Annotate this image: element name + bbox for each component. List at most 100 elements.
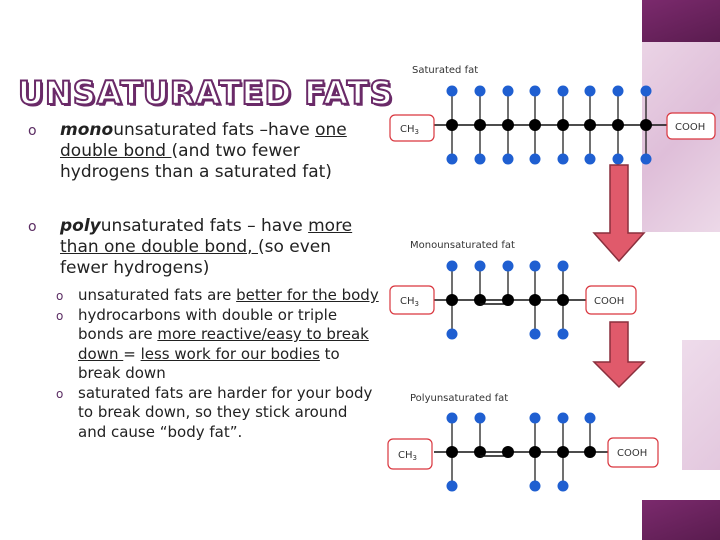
- mono-cooh-box: [585, 285, 637, 315]
- saturated-label: Saturated fat: [412, 65, 478, 76]
- bullet-list: o monounsaturated fats –have one double …: [28, 120, 380, 442]
- mono-text-after: (and two fewer hydrogens than a saturate…: [60, 141, 332, 182]
- carbon-atom: [502, 446, 514, 458]
- hydrogen-atom: [529, 412, 541, 424]
- hydrogen-atom: [474, 85, 486, 97]
- hydrogen-atom: [446, 328, 458, 340]
- saturated-cooh-label: COOH: [675, 122, 705, 133]
- mono-ch3-box: [389, 285, 435, 315]
- hydrogen-atom: [474, 153, 486, 165]
- sub3-text: saturated fats are harder for your body …: [78, 383, 373, 441]
- hydrogen-atom: [557, 480, 569, 492]
- corner-decoration-top: [642, 0, 720, 42]
- side-decoration-lower: [682, 340, 720, 470]
- corner-decoration-bottom: [642, 500, 720, 540]
- hydrogen-atom: [474, 412, 486, 424]
- hydrogen-atom: [557, 153, 569, 165]
- poly-ch3-label: CH3: [398, 450, 417, 462]
- hydrogen-atom: [502, 85, 514, 97]
- sub-bullet-marker-icon: o: [56, 308, 64, 323]
- down-arrow-icon: [592, 164, 646, 263]
- saturated-cooh-box: [666, 112, 716, 140]
- mono-text: unsaturated fats –have: [113, 120, 316, 140]
- carbon-atom: [557, 119, 569, 131]
- sub1-underlined: better for the body: [236, 286, 379, 304]
- hydrogen-atom: [529, 480, 541, 492]
- carbon-atom: [584, 119, 596, 131]
- saturated-ch3-label: CH3: [400, 124, 419, 136]
- poly-prefix: poly: [60, 216, 101, 236]
- hydrogen-atom: [529, 153, 541, 165]
- sub-bullet-marker-icon: o: [56, 386, 64, 401]
- mono-molecule: [434, 260, 586, 340]
- hydrogen-atom: [529, 85, 541, 97]
- sub2-underlined-2: less work for our bodies: [140, 344, 320, 363]
- hydrogen-atom: [446, 480, 458, 492]
- sub-bullet-reactive: o hydrocarbons with double or triple bon…: [28, 306, 380, 384]
- saturated-molecule: [434, 85, 667, 165]
- carbon-atom: [446, 119, 458, 131]
- carbon-atom: [474, 294, 486, 306]
- carbon-atom: [529, 119, 541, 131]
- carbon-atom: [502, 294, 514, 306]
- carbon-atom: [529, 446, 541, 458]
- hydrogen-atom: [446, 412, 458, 424]
- sub2-text: hydrocarbons with double or triple bonds…: [78, 305, 338, 344]
- slide-title: UNSATURATED FATS: [17, 73, 394, 113]
- hydrogen-atom: [612, 153, 624, 165]
- hydrogen-atom: [502, 260, 514, 272]
- fatty-acid-diagram: Saturated fat CH3 COOH Monounsaturated f…: [387, 65, 716, 492]
- hydrogen-atom: [474, 260, 486, 272]
- carbon-atom: [529, 294, 541, 306]
- hydrogen-atom: [640, 85, 652, 97]
- hydrogen-atom: [557, 260, 569, 272]
- hydrogen-atom: [446, 153, 458, 165]
- hydrogen-atom: [529, 328, 541, 340]
- carbon-atom: [446, 294, 458, 306]
- sub1-text: unsaturated fats are: [78, 286, 237, 304]
- poly-cooh-label: COOH: [617, 448, 647, 459]
- carbon-atom: [446, 446, 458, 458]
- poly-label: Polyunsaturated fat: [410, 393, 508, 404]
- carbon-atom: [584, 446, 596, 458]
- hydrogen-atom: [502, 153, 514, 165]
- bullet-marker-icon: o: [28, 123, 37, 139]
- carbon-atom: [502, 119, 514, 131]
- bullet-poly: o polyunsaturated fats – have more than …: [28, 216, 380, 279]
- poly-text: unsaturated fats – have: [100, 216, 309, 236]
- saturated-ch3-box: [389, 114, 435, 142]
- carbon-atom: [474, 446, 486, 458]
- bullet-marker-icon: o: [28, 219, 37, 235]
- bullet-mono: o monounsaturated fats –have one double …: [28, 120, 380, 183]
- sub-bullet-marker-icon: o: [56, 289, 64, 303]
- carbon-atom: [640, 119, 652, 131]
- carbon-atom: [474, 119, 486, 131]
- hydrogen-atom: [612, 85, 624, 97]
- sub2-text-end: to break down: [78, 344, 340, 383]
- poly-underlined: more than one double bond,: [60, 216, 353, 257]
- down-arrow-icon: [592, 321, 646, 389]
- mono-prefix: mono: [60, 120, 114, 140]
- hydrogen-atom: [557, 85, 569, 97]
- carbon-atom: [612, 119, 624, 131]
- sub2-underlined: more reactive/easy to break down: [78, 325, 369, 363]
- mono-label: Monounsaturated fat: [410, 240, 515, 251]
- hydrogen-atom: [529, 260, 541, 272]
- hydrogen-atom: [446, 85, 458, 97]
- poly-cooh-box: [607, 437, 659, 468]
- poly-ch3-box: [387, 438, 433, 470]
- mono-ch3-label: CH3: [400, 296, 419, 308]
- hydrogen-atom: [584, 153, 596, 165]
- hydrogen-atom: [640, 153, 652, 165]
- hydrogen-atom: [584, 412, 596, 424]
- mono-cooh-label: COOH: [594, 296, 624, 307]
- carbon-atom: [557, 446, 569, 458]
- hydrogen-atom: [446, 260, 458, 272]
- sub2-text-mid: =: [123, 344, 141, 363]
- hydrogen-atom: [584, 85, 596, 97]
- poly-molecule: [434, 412, 608, 492]
- poly-text-after: (so even fewer hydrogens): [60, 237, 332, 278]
- hydrogen-atom: [557, 328, 569, 340]
- hydrogen-atom: [557, 412, 569, 424]
- mono-underlined: one double bond: [60, 120, 347, 161]
